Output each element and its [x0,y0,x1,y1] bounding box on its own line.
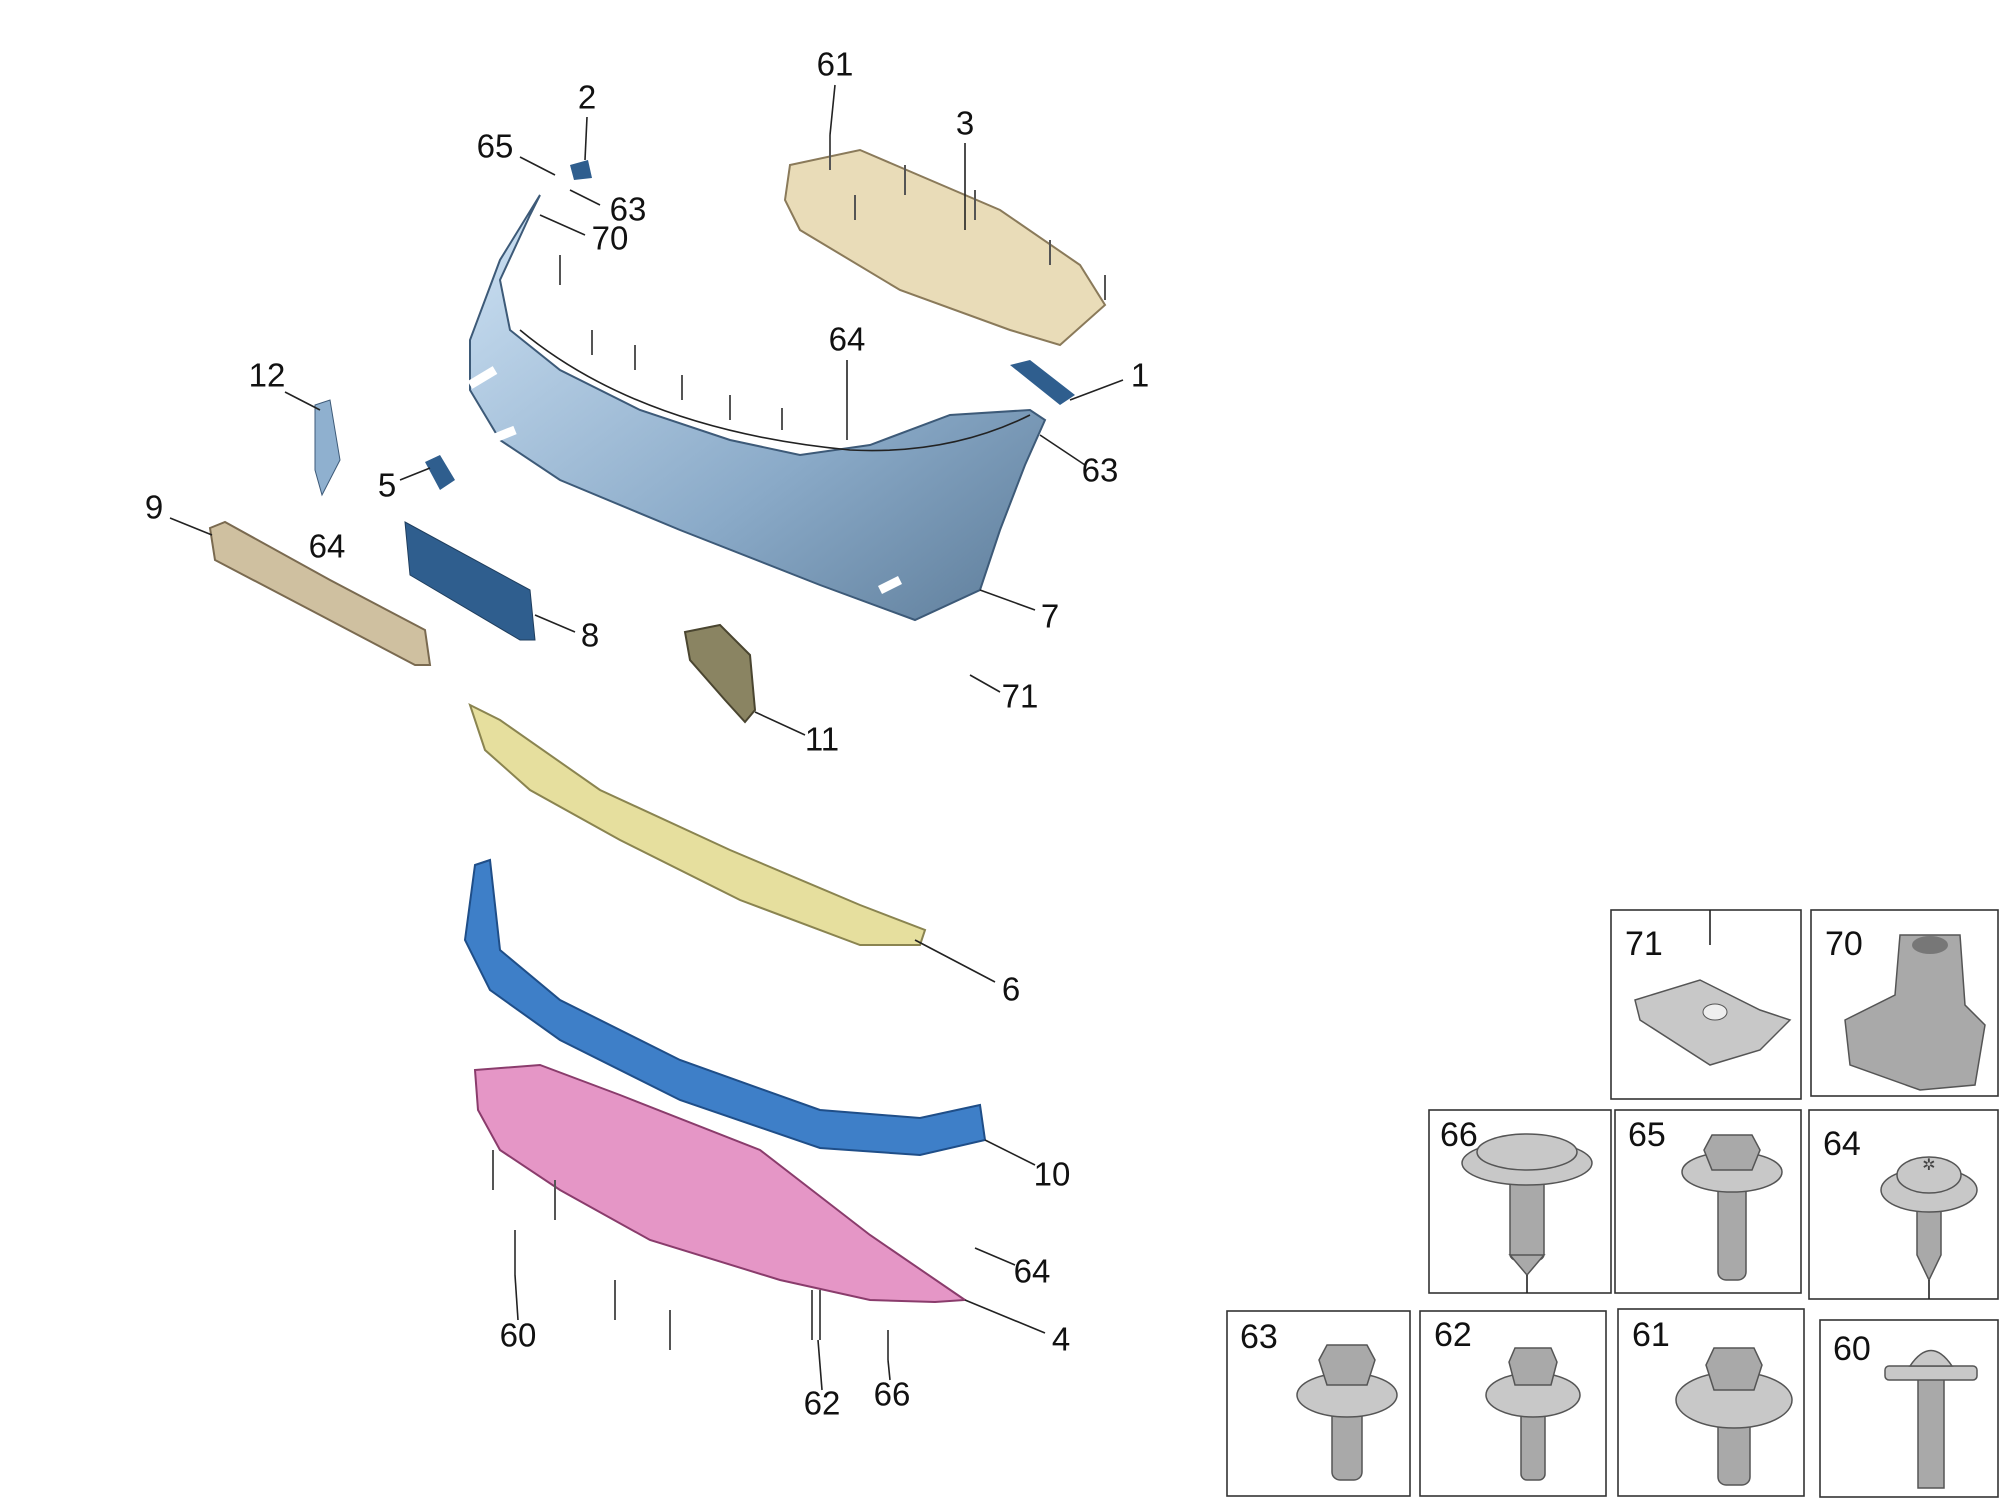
fastener-box-65[interactable]: 65 [1614,1109,1802,1294]
fastener-number: 61 [1632,1316,1670,1354]
fastener-box-62[interactable]: 62 [1419,1310,1607,1497]
hex-bolt-icon [1296,1344,1398,1481]
fastener-box-61[interactable]: 61 [1617,1308,1805,1497]
fastener-box-64[interactable]: 64 ✲ [1808,1109,1999,1300]
callout-7: 7 [1041,598,1059,635]
part-6-lower-grille[interactable] [468,703,927,946]
part-10-spoiler[interactable] [463,858,987,1157]
callout-64: 64 [829,321,866,358]
callout-10: 10 [1034,1156,1071,1193]
callout-9: 9 [145,489,163,526]
fastener-number: 63 [1240,1318,1278,1356]
callout-3: 3 [956,105,974,142]
fastener-number: 65 [1628,1116,1666,1154]
fastener-number: 71 [1625,925,1663,963]
callout-8: 8 [581,617,599,654]
part-11-air-duct[interactable] [683,623,757,724]
hex-bolt-icon [1681,1134,1783,1281]
svg-text:✲: ✲ [1922,1155,1935,1174]
callout-64: 64 [1014,1253,1051,1290]
callout-63: 63 [1082,452,1119,489]
fastener-number: 60 [1833,1330,1871,1368]
fastener-number: 66 [1440,1116,1478,1154]
part-3-heat-shield[interactable] [783,148,1107,347]
part-7-bumper-cover[interactable] [469,194,1047,622]
callout-65: 65 [477,128,514,165]
callout-70: 70 [592,220,629,257]
leader-lines [169,84,1124,1391]
push-rivet-icon [1461,1133,1593,1277]
part-4-underbody-panel[interactable] [473,1063,968,1304]
pan-head-screw-icon [1884,1349,1978,1489]
fastener-box-63[interactable]: 63 [1226,1310,1411,1497]
scattered-fasteners [492,135,1106,1360]
callout-11: 11 [805,721,839,758]
callout-6: 6 [1002,971,1020,1008]
fastener-number: 70 [1825,925,1863,963]
callout-5: 5 [378,467,396,504]
push-nut-icon [1844,934,1986,1091]
fastener-number: 64 [1823,1125,1861,1163]
fastener-box-71[interactable]: 71 [1610,909,1802,1100]
torx-screw-icon: ✲ [1880,1155,1978,1282]
fastener-box-70[interactable]: 70 [1810,909,1999,1097]
callout-62: 62 [804,1385,841,1422]
fastener-box-60[interactable]: 60 [1819,1319,1999,1498]
callout-1: 1 [1131,357,1149,394]
part-8-license-bracket[interactable] [404,521,536,641]
part-2-bracket[interactable] [570,160,592,180]
callouts: 61 3 2 65 63 70 64 1 12 63 5 9 64 8 7 71… [145,46,1149,1422]
part-9-trim-strip[interactable] [208,520,432,666]
callout-2: 2 [578,79,596,116]
callout-66: 66 [874,1376,911,1413]
clip-nut-icon [1634,979,1792,1066]
callout-61: 61 [817,46,854,83]
fastener-box-66[interactable]: 66 [1428,1109,1612,1294]
callout-64: 64 [309,528,346,565]
part-5-bracket[interactable] [425,455,455,490]
fastener-number: 62 [1434,1316,1472,1354]
callout-63: 63 [610,191,647,228]
hex-bolt-icon [1675,1347,1793,1486]
callout-71: 71 [1002,678,1039,715]
hex-bolt-icon [1485,1347,1581,1481]
part-12-bracket[interactable] [314,399,341,497]
part-1-bracket[interactable] [1010,360,1075,405]
callout-4: 4 [1052,1321,1070,1358]
callout-12: 12 [249,357,286,394]
callout-60: 60 [500,1317,537,1354]
